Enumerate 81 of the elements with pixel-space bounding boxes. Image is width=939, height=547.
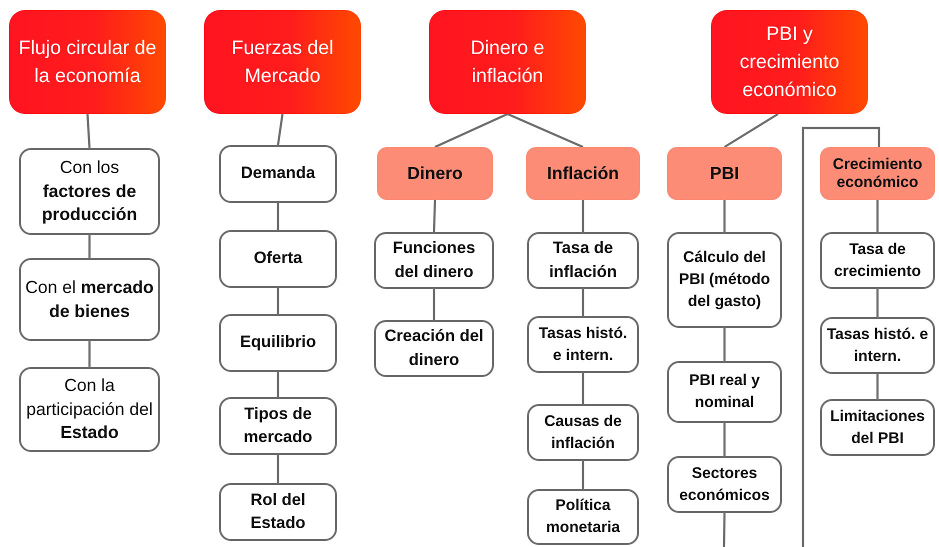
- subtopic-box: [820, 147, 935, 200]
- topic-header: [711, 10, 868, 114]
- connector-line: [876, 200, 879, 232]
- connector-line: [432, 200, 436, 232]
- connector-line: [723, 423, 726, 456]
- connector-line: [276, 455, 280, 483]
- concept-box: [219, 314, 337, 372]
- connector-line: [582, 200, 584, 232]
- node-text: PBI real y nominal: [688, 371, 761, 413]
- node-text: Flujo circular de la economía: [18, 36, 158, 89]
- subtopic-box: [667, 147, 782, 200]
- node-text: Inflación: [547, 163, 619, 184]
- concept-box: [374, 232, 494, 289]
- connector-line: [723, 328, 726, 361]
- concept-box: [820, 232, 935, 289]
- connector-line: [432, 289, 436, 320]
- node-text: Cálculo del PBI (método del gasto): [678, 248, 772, 312]
- connector-line: [876, 289, 879, 317]
- node-text: PBI: [710, 163, 740, 184]
- connector-line: [86, 114, 91, 148]
- subtopic-box: [377, 147, 493, 200]
- node-text: Tasas histó. e intern.: [826, 324, 929, 366]
- node-text: Demanda: [240, 163, 316, 184]
- node-text: Funciones del dinero: [392, 238, 476, 282]
- concept-box: [219, 397, 337, 455]
- concept-box: [820, 399, 935, 456]
- subtopic-box: [526, 147, 640, 200]
- connector-line: [802, 126, 880, 547]
- connector-line: [276, 203, 280, 230]
- concept-box: [19, 148, 160, 235]
- node-text: Dinero e inflación: [470, 36, 546, 89]
- concept-box: [667, 361, 782, 423]
- node-text: PBI y crecimiento económico: [738, 22, 840, 104]
- node-text: Tasa de crecimiento: [832, 240, 922, 282]
- node-text: Creación del dinero: [383, 326, 485, 370]
- node-text: Crecimiento económico: [832, 156, 924, 192]
- node-text: Con el mercado de bienes: [25, 276, 154, 322]
- node-text: Tipos de mercado: [242, 404, 314, 448]
- connector-line: [582, 461, 584, 489]
- connector-line: [507, 113, 584, 148]
- concept-box: [374, 320, 494, 377]
- connector-line: [582, 289, 584, 316]
- connector-line: [88, 341, 91, 367]
- topic-header: [429, 10, 586, 114]
- concept-box: [219, 483, 337, 541]
- node-text: Fuerzas del Mercado: [230, 36, 334, 89]
- concept-box: [667, 232, 782, 328]
- connector-line: [876, 374, 879, 399]
- topic-header: [204, 10, 361, 114]
- node-text: Política monetaria: [544, 496, 622, 538]
- concept-box: [219, 145, 337, 203]
- node-text: Oferta: [254, 248, 302, 270]
- node-text: Con los factores de producción: [40, 156, 138, 226]
- node-text: Con la participación del Estado: [25, 374, 154, 444]
- concept-box: [667, 456, 782, 513]
- concept-box: [19, 367, 160, 452]
- connector-line: [723, 200, 726, 232]
- connector-line: [434, 113, 508, 148]
- connector-line: [88, 235, 91, 258]
- concept-box: [19, 258, 160, 341]
- concept-box: [219, 230, 337, 288]
- node-text: Limitaciones del PBI: [829, 406, 926, 448]
- concept-box: [527, 489, 639, 545]
- connector-line: [724, 113, 779, 148]
- connector-line: [276, 114, 284, 146]
- topic-header: [9, 10, 166, 114]
- node-text: Tasas histó. e intern.: [538, 324, 628, 366]
- node-text: Equilibrio: [240, 332, 316, 354]
- node-text: Causas de inflación: [543, 412, 623, 454]
- concept-box: [527, 232, 639, 289]
- concept-box: [820, 317, 935, 374]
- connector-line: [722, 512, 726, 547]
- node-text: Rol del Estado: [249, 490, 306, 534]
- node-text: Tasa de inflación: [548, 238, 618, 282]
- connector-line: [276, 288, 280, 314]
- node-text: Sectores económicos: [678, 464, 771, 506]
- connector-line: [276, 372, 280, 397]
- concept-box: [527, 316, 639, 373]
- connector-line: [582, 373, 584, 404]
- concept-box: [527, 404, 639, 461]
- node-text: Dinero: [407, 163, 463, 184]
